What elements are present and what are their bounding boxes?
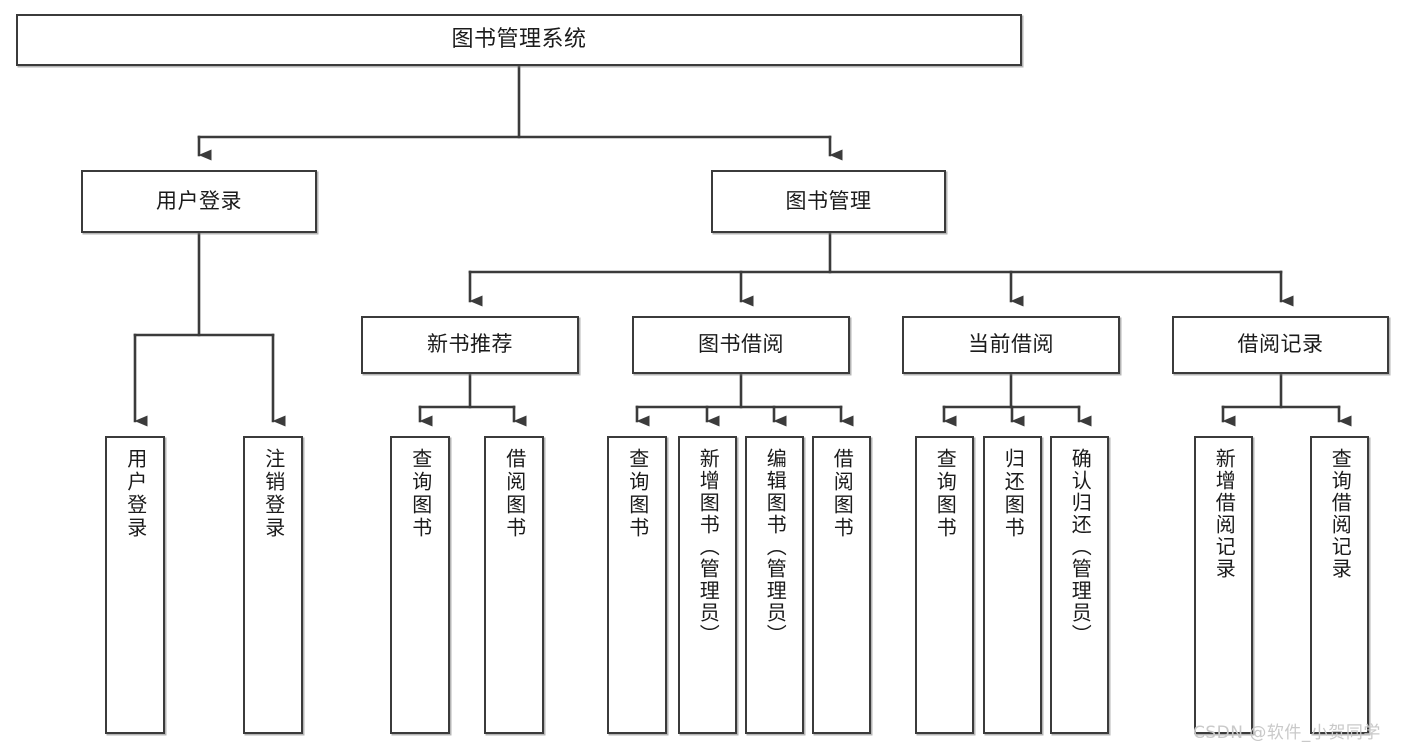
node-leaf-confirm-return-label: 确认归还（管理员） (1068, 448, 1093, 646)
node-leaf-user-login[interactable]: 用户登录 (105, 436, 165, 734)
node-leaf-query-record[interactable]: 查询借阅记录 (1310, 436, 1369, 734)
node-book-manage[interactable]: 图书管理 (711, 170, 946, 233)
node-borrow-record[interactable]: 借阅记录 (1172, 316, 1389, 374)
node-new-book-recommend[interactable]: 新书推荐 (361, 316, 579, 374)
node-leaf-edit-book-label: 编辑图书（管理员） (763, 448, 788, 646)
node-user-login-label: 用户登录 (156, 188, 242, 213)
node-root-label: 图书管理系统 (451, 26, 587, 52)
node-current-borrow[interactable]: 当前借阅 (902, 316, 1120, 374)
node-book-borrow[interactable]: 图书借阅 (632, 316, 850, 374)
node-new-book-recommend-label: 新书推荐 (427, 332, 513, 357)
node-leaf-query-record-label: 查询借阅记录 (1328, 448, 1353, 580)
node-leaf-return-book[interactable]: 归还图书 (983, 436, 1042, 734)
node-leaf-borrow-book-2-label: 借阅图书 (830, 448, 855, 540)
node-leaf-logout[interactable]: 注销登录 (243, 436, 303, 734)
node-leaf-borrow-book-1-label: 借阅图书 (502, 448, 527, 540)
node-root[interactable]: 图书管理系统 (16, 14, 1022, 66)
node-leaf-add-book[interactable]: 新增图书（管理员） (678, 436, 737, 734)
node-leaf-edit-book[interactable]: 编辑图书（管理员） (745, 436, 804, 734)
csdn-watermark: CSDN @软件_小贺同学 (1193, 723, 1381, 743)
node-leaf-query-book-3-label: 查询图书 (933, 448, 958, 540)
node-leaf-query-book-2-label: 查询图书 (625, 448, 650, 540)
node-leaf-user-login-label: 用户登录 (123, 448, 148, 540)
node-leaf-query-book-1[interactable]: 查询图书 (390, 436, 450, 734)
node-book-manage-label: 图书管理 (785, 188, 872, 213)
node-leaf-add-record[interactable]: 新增借阅记录 (1194, 436, 1253, 734)
node-book-borrow-label: 图书借阅 (698, 332, 784, 357)
node-leaf-logout-label: 注销登录 (261, 448, 286, 540)
node-leaf-add-book-label: 新增图书（管理员） (696, 448, 721, 646)
node-leaf-query-book-3[interactable]: 查询图书 (915, 436, 974, 734)
node-leaf-query-book-2[interactable]: 查询图书 (607, 436, 667, 734)
node-leaf-query-book-1-label: 查询图书 (408, 448, 433, 540)
node-current-borrow-label: 当前借阅 (968, 332, 1054, 357)
node-leaf-borrow-book-1[interactable]: 借阅图书 (484, 436, 544, 734)
node-user-login[interactable]: 用户登录 (81, 170, 317, 233)
node-leaf-return-book-label: 归还图书 (1001, 448, 1026, 540)
node-borrow-record-label: 借阅记录 (1237, 332, 1324, 357)
node-leaf-add-record-label: 新增借阅记录 (1212, 448, 1237, 580)
node-leaf-confirm-return[interactable]: 确认归还（管理员） (1050, 436, 1109, 734)
node-leaf-borrow-book-2[interactable]: 借阅图书 (812, 436, 871, 734)
